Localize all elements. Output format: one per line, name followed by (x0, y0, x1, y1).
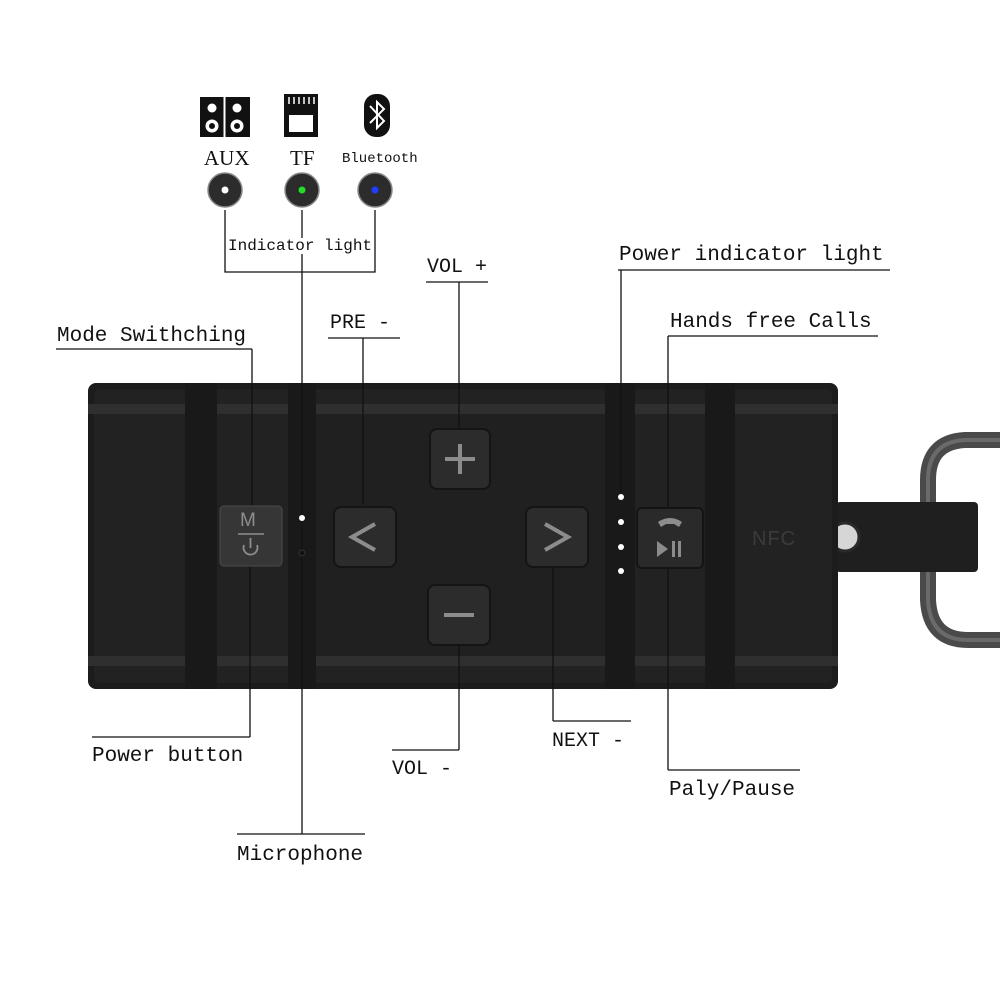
microphone-label: Microphone (237, 844, 364, 867)
play-pause-label: Paly/Pause (669, 779, 796, 802)
aux-label: AUX (204, 146, 250, 170)
mode-power-button[interactable] (219, 505, 283, 567)
mode-switching-label: Mode Swithching (57, 325, 247, 348)
vol-plus-label: VOL + (427, 256, 488, 279)
carabiner-clip (829, 432, 1000, 648)
vol-minus-label: VOL - (392, 758, 453, 781)
pre-label: PRE - (330, 312, 391, 335)
tf-label: TF (290, 146, 315, 170)
power-indicator-label: Power indicator light (619, 244, 884, 267)
play-pause-button[interactable] (636, 507, 704, 569)
hands-free-label: Hands free Calls (670, 311, 872, 334)
vol-minus-button[interactable] (427, 584, 491, 646)
vol-plus-button[interactable] (429, 428, 491, 490)
indicator-light-label: Indicator light (227, 237, 374, 255)
mode-button-letter: M (240, 510, 256, 531)
bluetooth-label: Bluetooth (342, 151, 418, 167)
next-button[interactable] (525, 506, 589, 568)
bluetooth-icon (364, 94, 390, 137)
sd-card-icon (284, 94, 318, 137)
speaker-icon (200, 97, 250, 137)
nfc-label: NFC (752, 528, 797, 550)
pre-button[interactable] (333, 506, 397, 568)
power-button-label: Power button (92, 745, 244, 768)
device-dots (298, 494, 624, 574)
indicator-leds (207, 172, 393, 208)
next-label: NEXT - (552, 730, 625, 753)
